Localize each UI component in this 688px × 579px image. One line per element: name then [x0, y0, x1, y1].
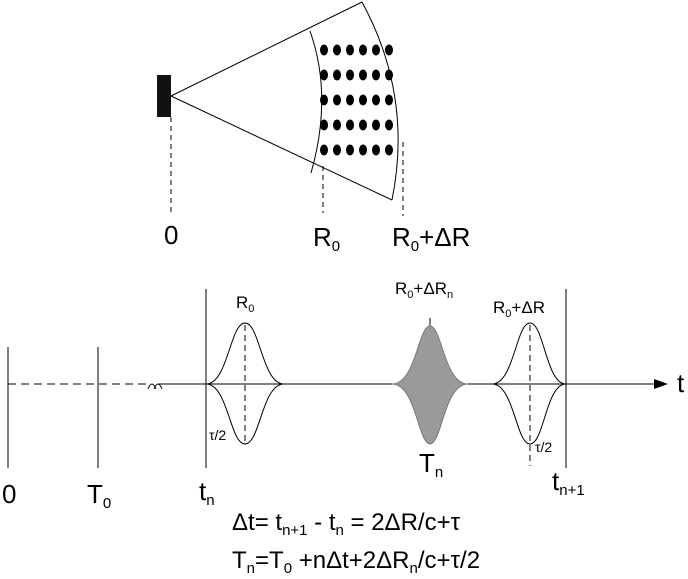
tick-label-zero: 0: [2, 479, 16, 509]
scatterer-dot: [346, 94, 354, 106]
tick-label-Tn: Tn: [419, 448, 443, 481]
r0-label: R0: [313, 222, 340, 255]
pulse-label-r0-drn: R0+ΔRn: [395, 279, 453, 301]
scatterer-dot: [359, 119, 367, 131]
scatterer-dot: [385, 144, 393, 156]
scatterer-dot: [346, 144, 354, 156]
scatterer-dot: [320, 44, 328, 56]
beam-edge-upper: [170, 1, 363, 97]
scatterer-dot: [333, 144, 341, 156]
scatterer-dot: [320, 119, 328, 131]
echo-pulse-r0-dr: [491, 322, 567, 466]
scatterer-dot: [359, 94, 367, 106]
pulse-label-half-width-1: τ/2: [209, 427, 226, 443]
tick-label-tn: tn: [199, 476, 215, 509]
scatterer-dot: [333, 44, 341, 56]
scatterer-grid: [320, 44, 393, 156]
tick-label-t0: T0: [87, 479, 111, 512]
scatterer-dot: [385, 44, 393, 56]
antenna: [157, 75, 171, 117]
scatterer-dot: [320, 94, 328, 106]
echo-pulse-r0: [205, 322, 285, 445]
pulse-envelope: [491, 322, 567, 445]
beam-diagram: 0 R0 R0+ΔR: [157, 1, 470, 255]
scatterer-dot: [372, 94, 380, 106]
scatterer-dot: [320, 144, 328, 156]
axis-label-t: t: [677, 368, 685, 398]
scatterer-dot: [346, 119, 354, 131]
beam-edge-lower: [170, 95, 393, 201]
scatterer-dot: [385, 69, 393, 81]
scatterer-dot: [372, 119, 380, 131]
r0-dr-label: R0+ΔR: [392, 222, 470, 255]
pulse-label-half-width-2: τ/2: [535, 439, 552, 455]
equation-delta-t: Δt= tn+1 - tn = 2ΔR/c+τ: [232, 509, 461, 539]
scatterer-dot: [333, 94, 341, 106]
tick-label-tn1: tn+1: [552, 466, 585, 499]
scatterer-dot: [333, 69, 341, 81]
scatterer-dot: [320, 69, 328, 81]
origin-label: 0: [164, 220, 178, 250]
equation-Tn: Tn=T0 +nΔt+2ΔRn/c+τ/2: [232, 547, 480, 577]
axis-break-mark: [147, 383, 163, 390]
axis-arrowhead: [654, 379, 668, 389]
pulse-label-r0-dr: R0+ΔR: [493, 298, 545, 320]
scatterer-dot: [372, 44, 380, 56]
scatterer-dot: [333, 119, 341, 131]
scatterer-dot: [359, 69, 367, 81]
pulse-label-r0: R0: [236, 293, 254, 315]
scatterer-dot: [385, 94, 393, 106]
scatterer-dot: [372, 144, 380, 156]
scatterer-dot: [346, 44, 354, 56]
pulse-envelope: [205, 322, 285, 445]
scatterer-dot: [385, 119, 393, 131]
timeline: t R0 τ/2 R0+ΔRn R0+ΔR: [2, 279, 685, 512]
scatterer-dot: [359, 44, 367, 56]
scatterer-dot: [346, 69, 354, 81]
scatterer-dot: [359, 144, 367, 156]
scatterer-dot: [372, 69, 380, 81]
echo-pulse-middle: [391, 318, 469, 445]
pulse-envelope-filled: [391, 325, 469, 445]
range-arc-r0-dr: [361, 1, 399, 201]
range-arc-r0: [309, 30, 323, 174]
